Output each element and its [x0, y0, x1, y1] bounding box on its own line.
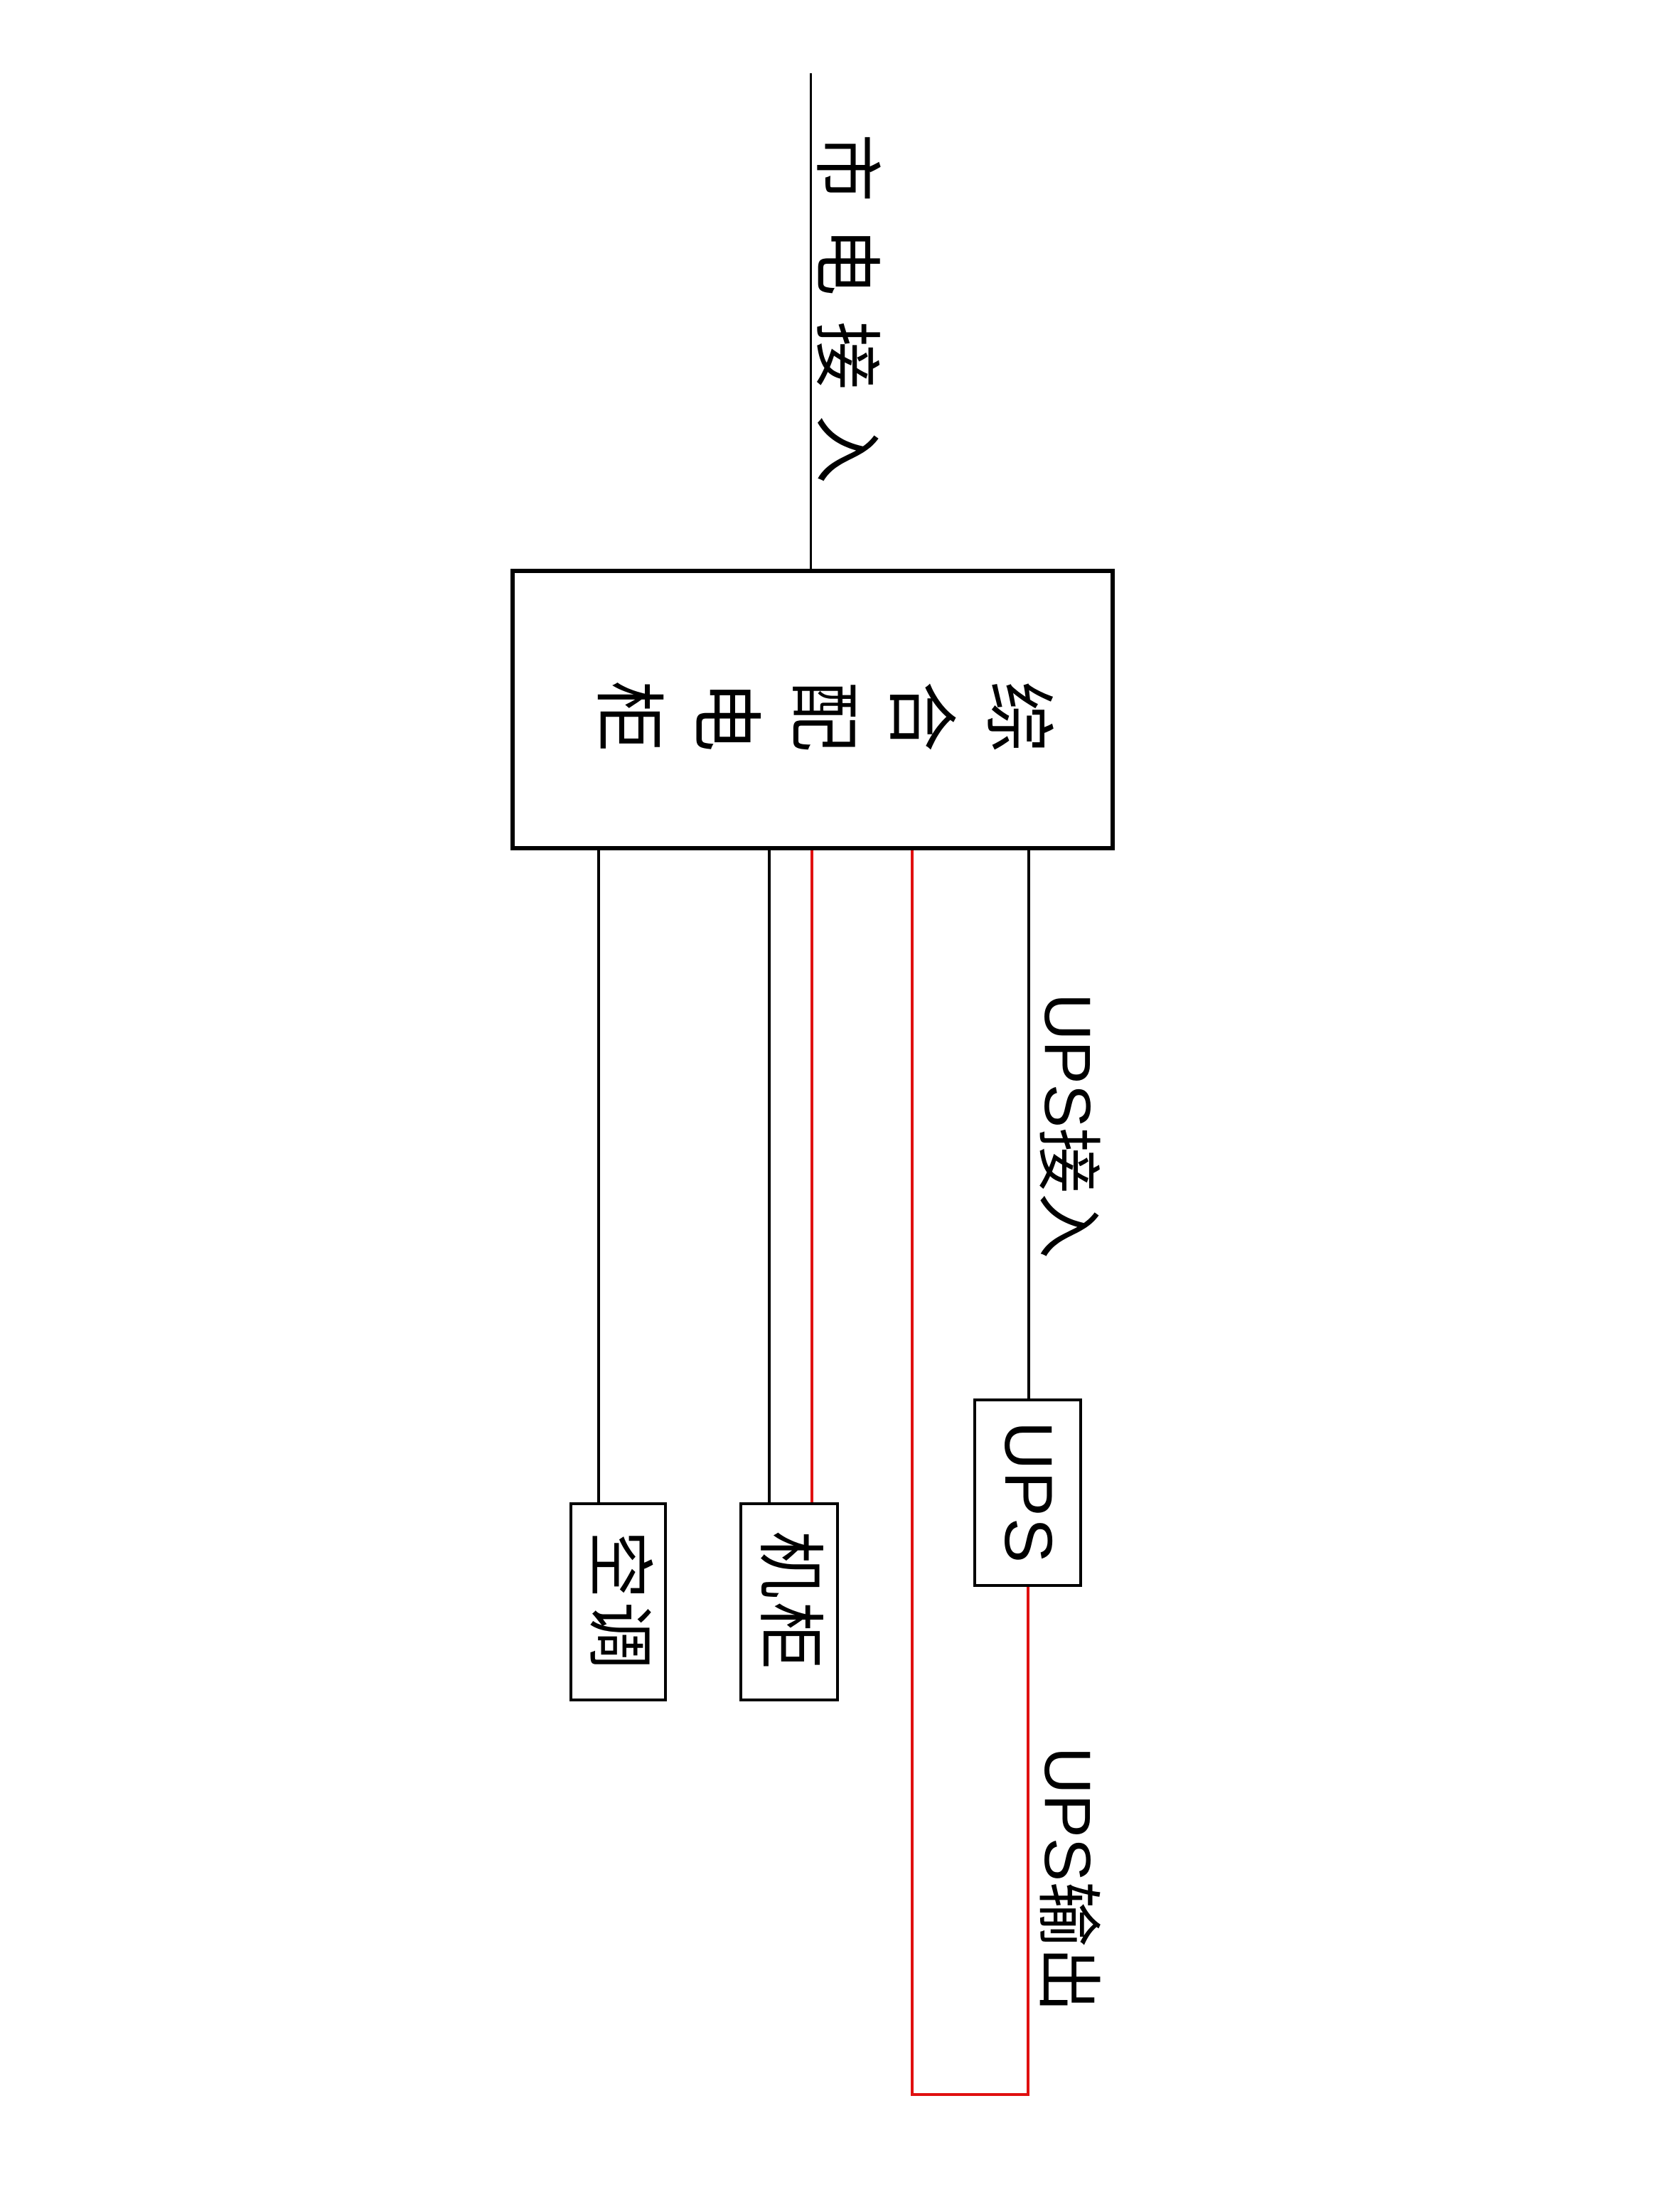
ac-box: 空调 [569, 1502, 667, 1701]
mains-input-label: 市电接入 [808, 134, 884, 509]
distribution-cabinet-box: 综合配电柜 [510, 569, 1115, 850]
ups-label: UPS [990, 1421, 1066, 1565]
line-ups-power-to-rack [810, 850, 813, 1502]
line-cabinet-to-ac [597, 850, 600, 1502]
ups-box: UPS [973, 1398, 1082, 1587]
distribution-cabinet-label: 综合配电柜 [569, 670, 1056, 749]
line-cabinet-to-ups [1027, 850, 1030, 1398]
line-cabinet-to-rack [768, 850, 771, 1502]
ups-output-line-corner [911, 2093, 1029, 2096]
ups-output-line-top [1027, 1587, 1029, 2096]
ups-output-label: UPS输出 [1031, 1747, 1103, 2013]
rack-box: 机柜 [739, 1502, 839, 1701]
ac-label: 空调 [581, 1530, 656, 1673]
ups-output-line-return [911, 850, 914, 2096]
ups-input-label: UPS接入 [1031, 993, 1103, 1259]
rack-label: 机柜 [751, 1530, 828, 1673]
